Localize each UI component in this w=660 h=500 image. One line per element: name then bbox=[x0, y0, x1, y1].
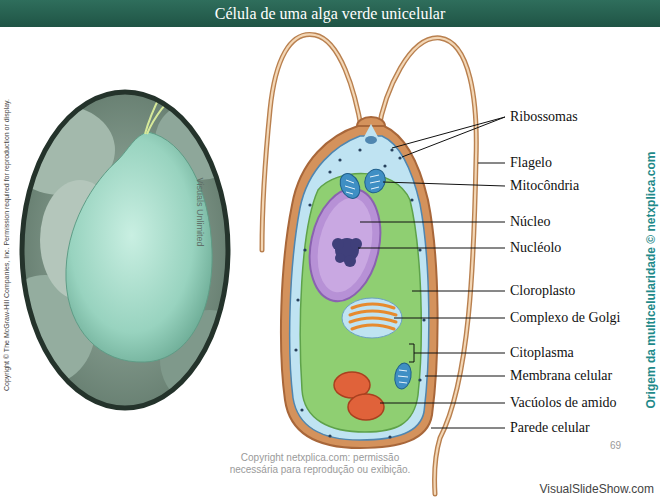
cell-wall bbox=[281, 126, 438, 448]
part-label: Cloroplasto bbox=[510, 282, 575, 300]
slide-number: 69 bbox=[610, 440, 621, 452]
part-label: Núcleo bbox=[510, 213, 550, 231]
starch-vacuole bbox=[348, 394, 384, 420]
part-label: Mitocôndria bbox=[510, 177, 579, 195]
leader-lines bbox=[358, 117, 505, 428]
micrograph bbox=[0, 90, 260, 412]
chloroplast bbox=[300, 174, 421, 432]
site-watermark: VisualSlideShow.com bbox=[539, 482, 654, 496]
part-label: Membrana celular bbox=[510, 367, 612, 385]
part-label: Nucléolo bbox=[510, 239, 561, 257]
flagella bbox=[262, 34, 476, 494]
title-bar bbox=[0, 0, 660, 27]
part-label: Parede celular bbox=[510, 419, 590, 437]
part-label: Vacúolos de amido bbox=[510, 394, 617, 412]
photo-credit: Visuals Unlimited bbox=[195, 178, 205, 247]
nucleolus bbox=[332, 238, 362, 267]
copyright-note: Copyright © The McGraw-Hill Companies, I… bbox=[3, 99, 11, 391]
part-label: Flagelo bbox=[510, 154, 552, 172]
part-label: Complexo de Golgi bbox=[510, 309, 620, 327]
part-label: Ribossomas bbox=[510, 108, 578, 126]
ribosomes bbox=[294, 148, 425, 438]
golgi bbox=[350, 304, 396, 329]
flagellar-canal bbox=[364, 124, 378, 137]
side-watermark: Origem da multicelularidade © netxplica.… bbox=[644, 152, 658, 409]
bracket bbox=[409, 344, 414, 362]
basal-body bbox=[365, 136, 377, 144]
cytoplasm bbox=[290, 136, 429, 440]
copyright-footer: Copyright netxplica.com: permissão neces… bbox=[222, 452, 418, 476]
part-label: Citoplasma bbox=[510, 344, 574, 362]
oval-frame bbox=[22, 92, 228, 408]
slide-title: Célula de uma alga verde unicelular bbox=[0, 4, 660, 23]
mitochondria bbox=[336, 166, 413, 390]
nucleus bbox=[300, 182, 390, 308]
